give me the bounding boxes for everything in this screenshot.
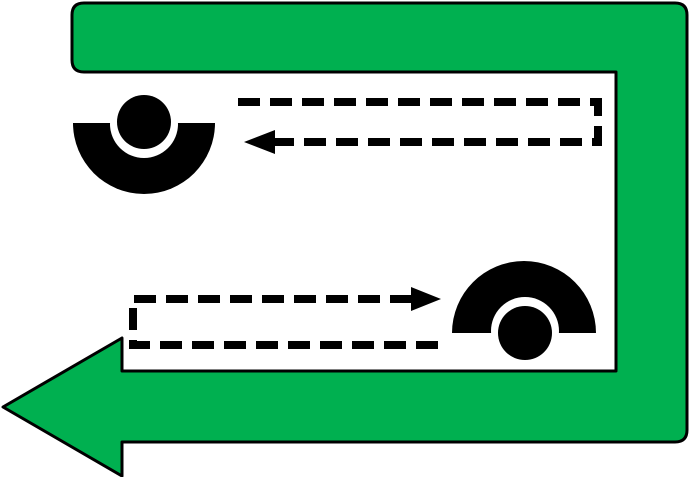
- bottom-dashed-forward-arrow-icon: [129, 287, 441, 349]
- bottom-person-symbol-icon: [452, 261, 596, 365]
- top-person-symbol-icon: [73, 90, 215, 194]
- top-dashed-return-arrow-icon: [238, 98, 602, 154]
